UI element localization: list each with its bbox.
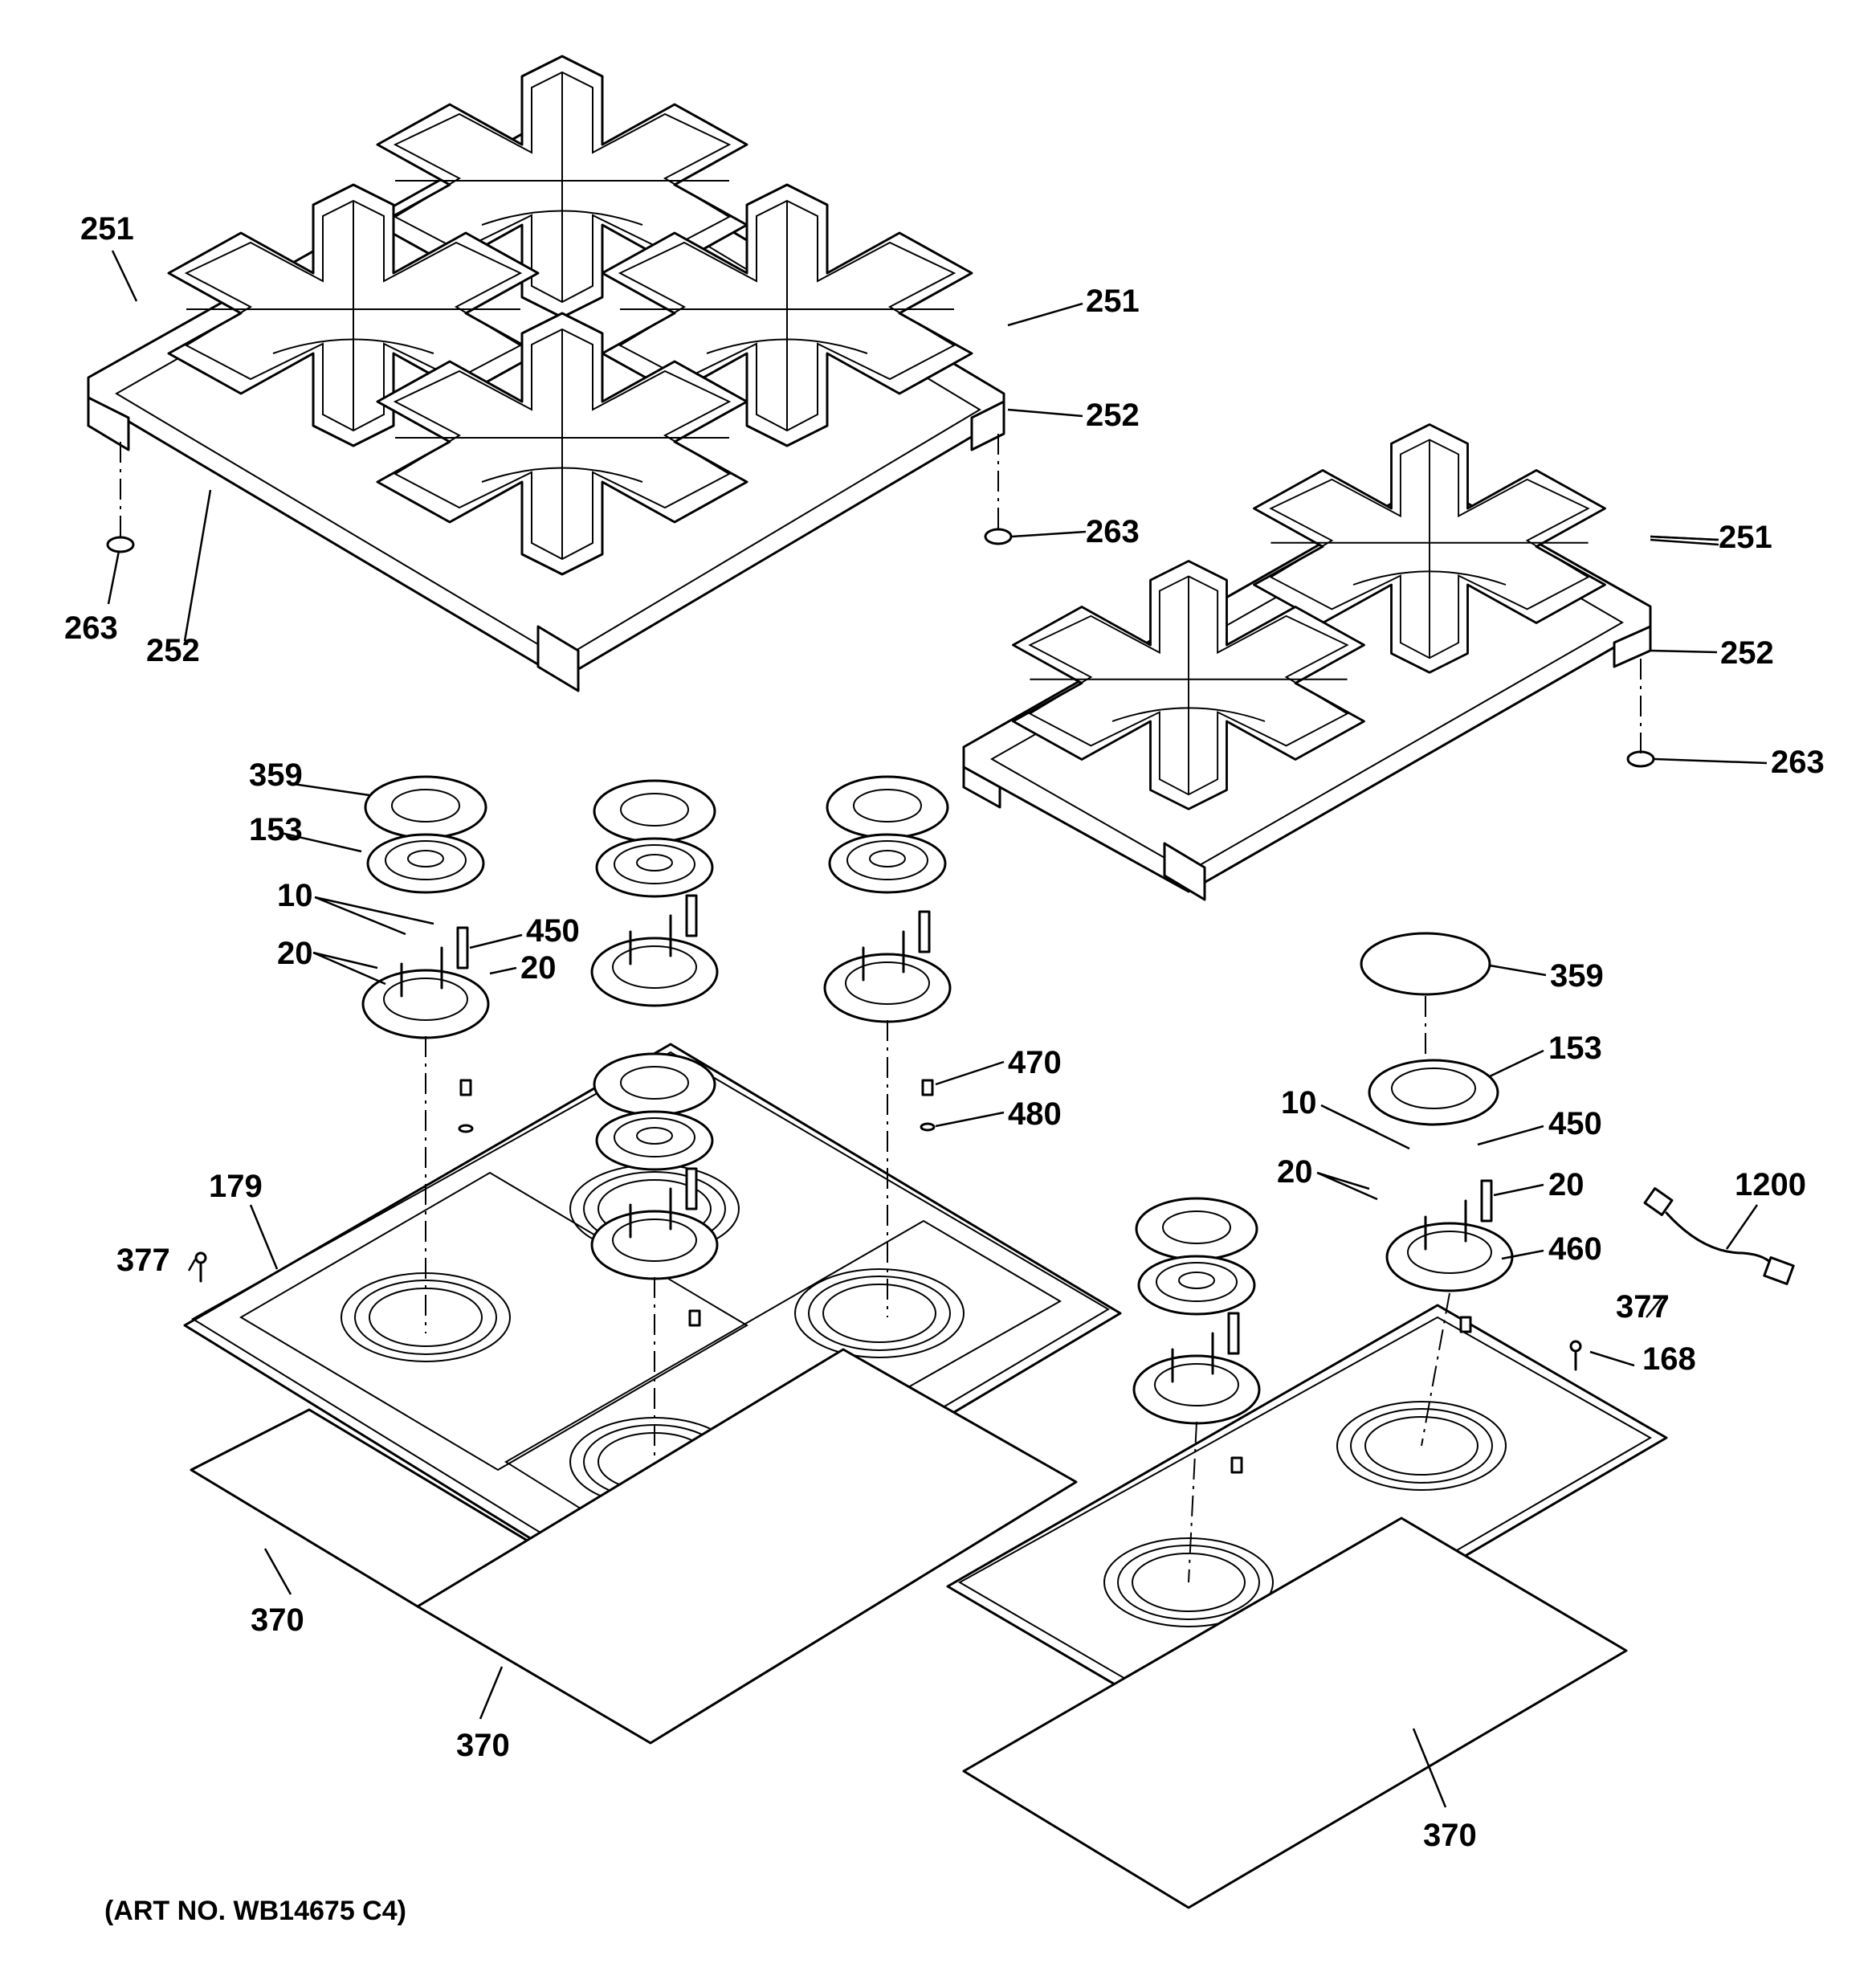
burner-base	[823, 910, 952, 1023]
orifice-470	[459, 1079, 472, 1096]
callout-1200: 1200	[1735, 1167, 1806, 1202]
callout-10: 10	[1281, 1085, 1317, 1121]
callout-263: 263	[1086, 514, 1140, 549]
callout-179: 179	[209, 1169, 263, 1204]
callout-370: 370	[456, 1728, 510, 1763]
callout-20: 20	[277, 936, 313, 971]
callout-251: 251	[1086, 284, 1140, 319]
orifice-470	[921, 1079, 934, 1096]
callout-359: 359	[249, 757, 303, 793]
callout-263: 263	[64, 610, 118, 646]
callout-460: 460	[1548, 1231, 1602, 1267]
callout-20: 20	[520, 950, 557, 986]
rubber-foot-263	[1626, 750, 1655, 768]
burner-box-168	[946, 1304, 1668, 1725]
heat-shield-370	[416, 1348, 1078, 1745]
art-number: (ART NO. WB14675 C4)	[104, 1896, 406, 1926]
callout-480: 480	[1008, 1096, 1062, 1132]
burner-base-460	[1385, 1179, 1514, 1292]
burner-head-153	[1368, 1059, 1499, 1126]
callout-10: 10	[277, 878, 313, 913]
callout-377: 377	[1616, 1289, 1670, 1325]
burner-base	[1132, 1312, 1261, 1425]
rubber-foot-263	[106, 536, 135, 553]
callout-470: 470	[1008, 1045, 1062, 1080]
wire-harness-1200	[1643, 1187, 1795, 1285]
rubber-foot-263	[984, 528, 1013, 545]
callout-20: 20	[1277, 1154, 1313, 1190]
orifice-470	[1230, 1456, 1243, 1474]
burner-base	[590, 894, 719, 1007]
callout-450: 450	[526, 913, 580, 949]
callout-370: 370	[1423, 1818, 1477, 1853]
callout-252: 252	[146, 633, 200, 668]
callout-251: 251	[1719, 520, 1772, 555]
orifice-470	[1459, 1316, 1472, 1333]
callout-153: 153	[1548, 1031, 1602, 1066]
callout-370: 370	[251, 1602, 304, 1638]
callout-450: 450	[1548, 1106, 1602, 1141]
callout-359: 359	[1550, 958, 1604, 994]
large-grate-assembly	[87, 55, 1005, 692]
orifice-470	[688, 1309, 701, 1327]
callout-252: 252	[1720, 635, 1774, 671]
burner-assembly	[593, 779, 716, 898]
small-grate-assembly	[962, 423, 1652, 901]
burner-assembly	[364, 775, 487, 894]
callout-153: 153	[249, 812, 303, 847]
callout-263: 263	[1771, 745, 1825, 780]
burner-box-179	[183, 1043, 1122, 1604]
washer-480	[458, 1124, 474, 1133]
washer-480	[920, 1122, 936, 1132]
callout-168: 168	[1642, 1341, 1696, 1377]
burner-cap-359	[1360, 932, 1491, 996]
burner-assembly	[1135, 1197, 1258, 1316]
callout-252: 252	[1086, 398, 1140, 433]
burner-assembly	[826, 775, 949, 894]
callout-251: 251	[80, 211, 134, 247]
callout-377: 377	[116, 1243, 170, 1278]
callout-20: 20	[1548, 1167, 1585, 1202]
heat-shield-370	[962, 1517, 1628, 1909]
